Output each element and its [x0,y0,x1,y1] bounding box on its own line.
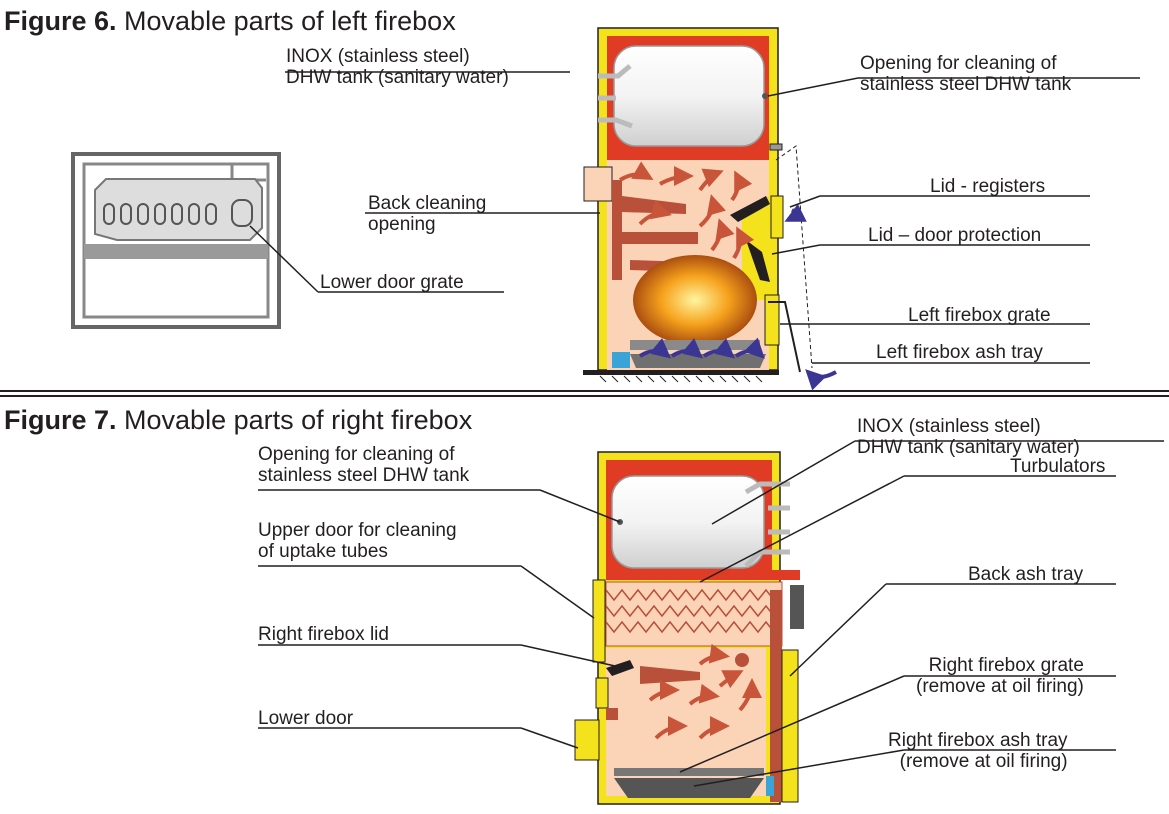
fig6-back-cleaning-line2: opening [368,214,436,235]
fig7-right-lid-label: Right firebox lid [258,624,389,645]
fig7-upper-door-label: Upper door for cleaning of uptake tubes [258,520,457,562]
fig7-lower-door-label: Lower door [258,708,353,729]
fig7-ash-label: Right firebox ash tray (remove at oil fi… [888,730,1068,772]
fig7-inox-label: INOX (stainless steel) DHW tank (sanitar… [857,416,1080,458]
fig7-opening-line2: stainless steel DHW tank [258,465,470,486]
fig7-back-ash-tray-text: Back ash tray [968,564,1084,585]
fig7-right-lid-text: Right firebox lid [258,624,389,645]
fig7-grate-label: Right firebox grate (remove at oil firin… [916,655,1084,697]
fig6-grate-label: Left firebox grate [908,305,1051,326]
figure-separator [0,390,1169,397]
figure6-title: Figure 6. Movable parts of left firebox [4,6,456,36]
figure6-title-bold: Figure 6. [4,6,117,36]
fig6-inox-line1: INOX (stainless steel) [286,46,470,67]
fig6-lower-door-grate-label: Lower door grate [320,272,464,293]
fig6-ash-tray-label: Left firebox ash tray [876,342,1043,363]
fig7-grate-line1: Right firebox grate [928,655,1084,676]
fig7-turbulators-label: Turbulators [1010,456,1105,477]
right-firebox-boiler [574,451,804,805]
figure7-title-text: Movable parts of right firebox [116,405,473,435]
fig7-opening-line1: Opening for cleaning of [258,444,455,465]
fig7-ash-line1: Right firebox ash tray [888,730,1068,751]
fig6-back-cleaning-label: Back cleaning opening [368,193,486,235]
fig6-inox-line2: DHW tank (sanitary water) [286,67,509,88]
left-firebox-boiler [583,27,837,391]
fig7-inox-line1: INOX (stainless steel) [857,416,1041,437]
fig6-back-cleaning-line1: Back cleaning [368,193,487,214]
fig6-lid-door-label: Lid – door protection [868,225,1041,246]
fig6-inox-label: INOX (stainless steel) DHW tank (sanitar… [286,46,509,88]
fig6-opening-label: Opening for cleaning of stainless steel … [860,53,1071,95]
fig7-ash-line2: (remove at oil firing) [899,751,1068,772]
figure7-title-bold: Figure 7. [4,405,117,435]
fig6-lower-door-grate-text: Lower door grate [320,272,464,293]
fig6-grate-text: Left firebox grate [908,305,1051,326]
fig7-lower-door-text: Lower door [258,708,354,729]
fig7-opening-label: Opening for cleaning of stainless steel … [258,444,469,486]
figure6-title-text: Movable parts of left firebox [116,6,456,36]
leader-lines [249,71,1164,787]
fig6-opening-line1: Opening for cleaning of [860,53,1057,74]
fig6-lid-door-text: Lid – door protection [868,225,1042,246]
fig6-opening-line2: stainless steel DHW tank [860,74,1072,95]
fig6-lid-registers-label: Lid - registers [930,176,1045,197]
lower-door-grate-inset [71,152,281,329]
figure7-title: Figure 7. Movable parts of right firebox [4,405,472,435]
fig7-grate-line2: (remove at oil firing) [916,676,1084,697]
fig7-inox-line2: DHW tank (sanitary water) [857,437,1080,458]
fig7-back-ash-tray-label: Back ash tray [968,564,1083,585]
fig6-lid-registers-text: Lid - registers [930,176,1046,197]
fig7-turbulators-text: Turbulators [1010,456,1106,477]
fig7-upper-door-line2: of uptake tubes [258,541,388,562]
fig6-ash-tray-text: Left firebox ash tray [876,342,1043,363]
fig7-upper-door-line1: Upper door for cleaning [258,520,457,541]
